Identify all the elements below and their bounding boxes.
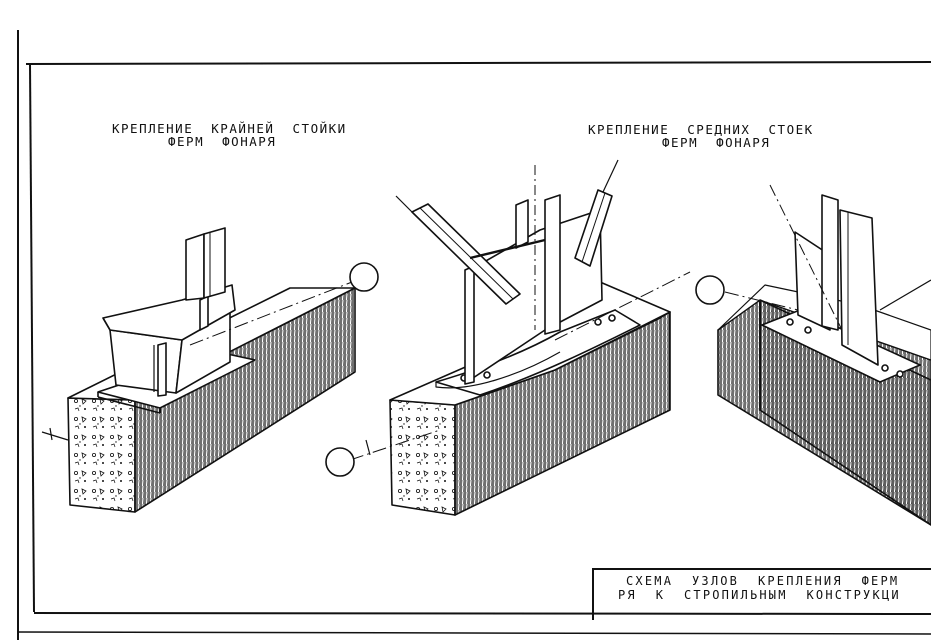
middle-post-right <box>544 194 561 335</box>
left-caption-line1: КРЕПЛЕНИЕ КРАЙНЕЙ СТОЙКИ <box>112 121 347 136</box>
left-bracket-front <box>109 329 183 394</box>
title-block: СХЕМА УЗЛОВ КРЕПЛЕНИЯ ФЕРМ РЯ К СТРОПИЛЬ… <box>592 568 931 620</box>
right-post-node <box>695 184 931 526</box>
title-block-line1: СХЕМА УЗЛОВ КРЕПЛЕНИЯ ФЕРМ <box>626 574 900 588</box>
right-base-plate <box>761 309 921 383</box>
left-beam-end-face <box>67 397 136 513</box>
right-post-left <box>821 194 839 331</box>
right-caption-line2: ФЕРМ ФОНАРЯ <box>662 135 771 150</box>
edge-post-node <box>41 227 379 513</box>
left-axis-line <box>189 281 353 346</box>
left-axis-bubble <box>349 262 379 292</box>
left-post-channel <box>185 233 205 301</box>
title-block-line2: РЯ К СТРОПИЛЬНЫМ КОНСТРУКЦИ <box>618 588 901 602</box>
left-caption-line2: ФЕРМ ФОНАРЯ <box>168 134 277 149</box>
right-caption-line1: КРЕПЛЕНИЕ СРЕДНИХ СТОЕК <box>588 122 814 137</box>
middle-post-left <box>464 265 475 385</box>
middle-beam-end-face <box>389 399 456 516</box>
middle-axis-bubble <box>325 447 355 477</box>
right-post-right <box>839 209 879 366</box>
right-axis-line <box>724 291 799 311</box>
right-axis-bubble <box>695 275 725 305</box>
sheet-frame <box>17 30 931 640</box>
middle-post-node <box>325 159 691 516</box>
middle-axis-line <box>554 271 691 341</box>
